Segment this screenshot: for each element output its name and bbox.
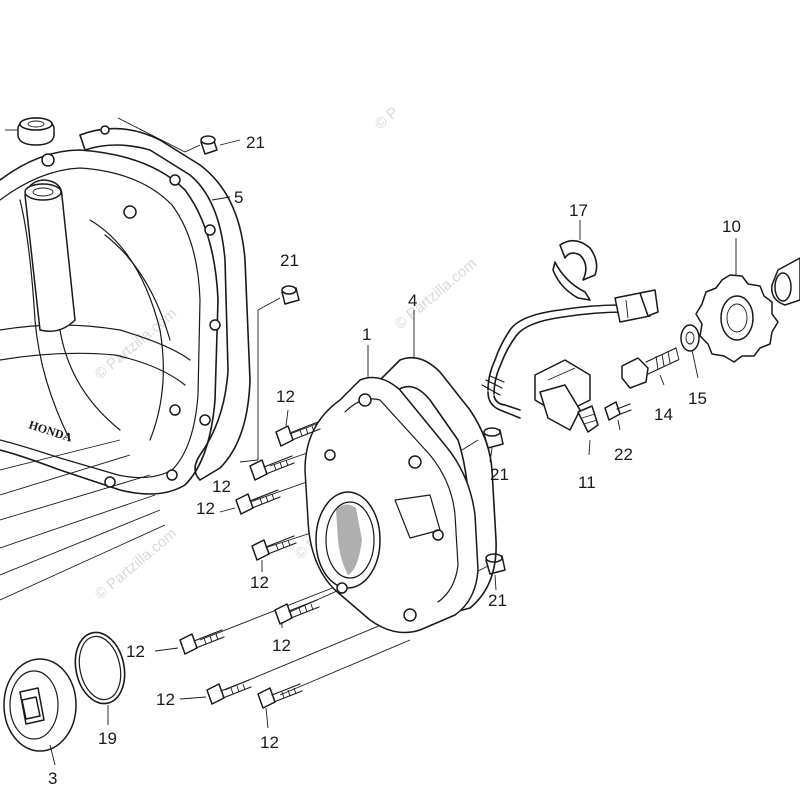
label-19: 19 — [98, 729, 117, 748]
bolt-12-g — [206, 679, 252, 705]
label-5: 5 — [234, 188, 243, 207]
label-12: 12 — [212, 477, 231, 496]
dowel-pin-21d — [485, 553, 506, 575]
label-4: 4 — [408, 291, 417, 310]
cover-brand-text: HONDA — [27, 418, 74, 445]
bolt-12-b — [249, 455, 295, 481]
dowel-pins — [200, 135, 506, 575]
label-12: 12 — [126, 642, 145, 661]
label-11: 11 — [578, 473, 596, 492]
generator-cover — [304, 356, 497, 634]
label-21: 21 — [280, 251, 299, 270]
label-21: 21 — [246, 133, 265, 152]
bottom-left-cap-and-oring — [3, 631, 126, 766]
bolt-12-a — [275, 421, 321, 447]
callout-labels: 1 3 4 5 10 11 14 15 17 19 12 12 12 12 12… — [48, 133, 741, 788]
label-leaders — [154, 139, 581, 729]
left-crankcase-cover: HONDA — [0, 125, 251, 495]
dowel-pin-21b — [281, 285, 300, 305]
dowel-pin-21a — [200, 135, 218, 155]
bolt-12-d — [251, 535, 297, 561]
label-12: 12 — [250, 573, 269, 592]
bolt-12-h — [257, 683, 303, 709]
label-21: 21 — [490, 465, 509, 484]
label-10: 10 — [722, 217, 741, 236]
bolt-12-c — [235, 489, 281, 515]
label-17: 17 — [569, 201, 588, 220]
pulse-generator-assembly — [481, 239, 659, 456]
watermark-text: © Partzilla.com — [92, 525, 180, 603]
label-12: 12 — [196, 499, 215, 518]
label-12: 12 — [272, 636, 291, 655]
label-12: 12 — [260, 733, 279, 752]
label-12: 12 — [276, 387, 295, 406]
label-15: 15 — [688, 389, 707, 408]
flange-bolts — [179, 421, 321, 709]
label-3: 3 — [48, 769, 57, 788]
label-21: 21 — [488, 591, 507, 610]
label-1: 1 — [362, 325, 371, 344]
watermark-text: © Partzilla.com — [392, 255, 480, 333]
drive-sprocket-group — [621, 238, 800, 389]
oil-seal-top-left — [5, 117, 55, 146]
label-14: 14 — [654, 405, 673, 424]
label-12: 12 — [156, 690, 175, 709]
watermark-text: © Partzilla.com — [92, 305, 180, 383]
bolt-12-f — [179, 629, 225, 655]
bolt-12-e — [274, 599, 320, 625]
watermark-text: © P — [372, 104, 402, 133]
label-22: 22 — [614, 445, 633, 464]
